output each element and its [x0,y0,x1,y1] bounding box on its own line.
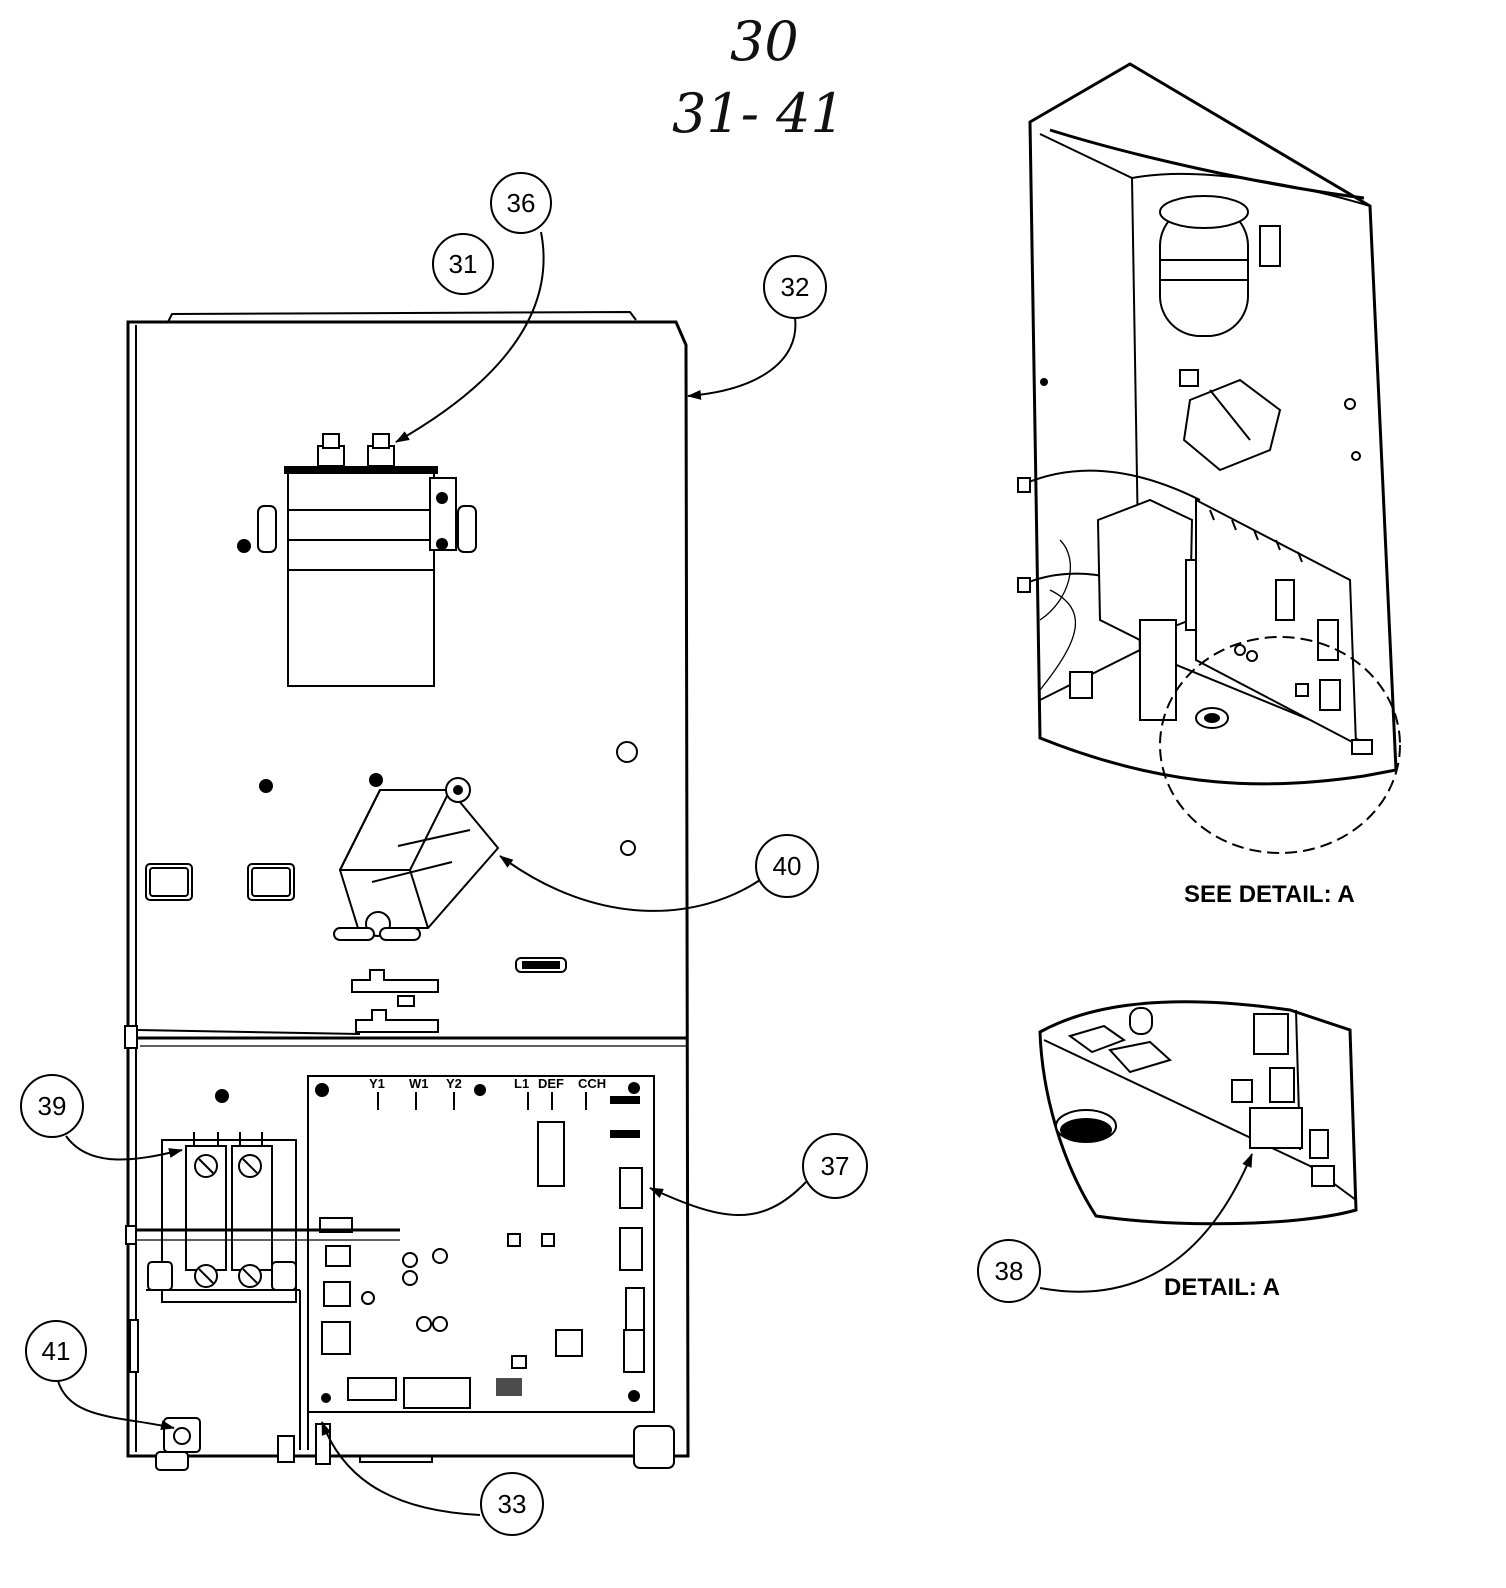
contactor [147,1132,297,1303]
callout-37-label: 37 [821,1151,850,1181]
callout-33-label: 33 [498,1489,527,1519]
callout-38-label: 38 [995,1256,1024,1286]
transformer [333,777,500,941]
board-label-y2: Y2 [446,1076,462,1091]
callout-40-label: 40 [773,851,802,881]
capacitor [237,433,477,687]
callout-32: 32 [763,255,827,319]
board-label-y1: Y1 [369,1076,385,1091]
callout-41: 41 [25,1320,87,1382]
knockout-hole [616,741,638,763]
callout-36: 36 [490,172,552,234]
detail-a-marker [1159,636,1401,854]
callout-38: 38 [977,1239,1041,1303]
callout-39-label: 39 [38,1091,67,1121]
board-label-l1: L1 [514,1076,529,1091]
detail-caption: DETAIL: A [1164,1274,1280,1301]
callout-39: 39 [20,1074,84,1138]
callout-40: 40 [755,834,819,898]
knockout-hole [620,840,636,856]
callout-37: 37 [802,1133,868,1199]
leader-lines [57,231,1253,1516]
header-line1: 30 [730,10,799,73]
control-panel: Y1 W1 Y2 L1 DEF CCH [124,310,690,1471]
callout-36-label: 36 [507,188,536,218]
callout-32-label: 32 [781,272,810,302]
isometric-view [1017,62,1401,854]
control-board: Y1 W1 Y2 L1 DEF CCH [307,1075,655,1413]
see-detail-caption: SEE DETAIL: A [1184,881,1355,908]
board-label-w1: W1 [409,1076,429,1091]
callout-31-label: 31 [449,249,478,279]
callout-31: 31 [432,233,494,295]
detail-a-view [1038,1000,1358,1226]
callout-33: 33 [480,1472,544,1536]
header-line2: 31- 41 [672,82,845,145]
board-label-def: DEF [538,1076,564,1091]
callout-41-label: 41 [42,1336,71,1366]
board-label-cch: CCH [578,1076,606,1091]
